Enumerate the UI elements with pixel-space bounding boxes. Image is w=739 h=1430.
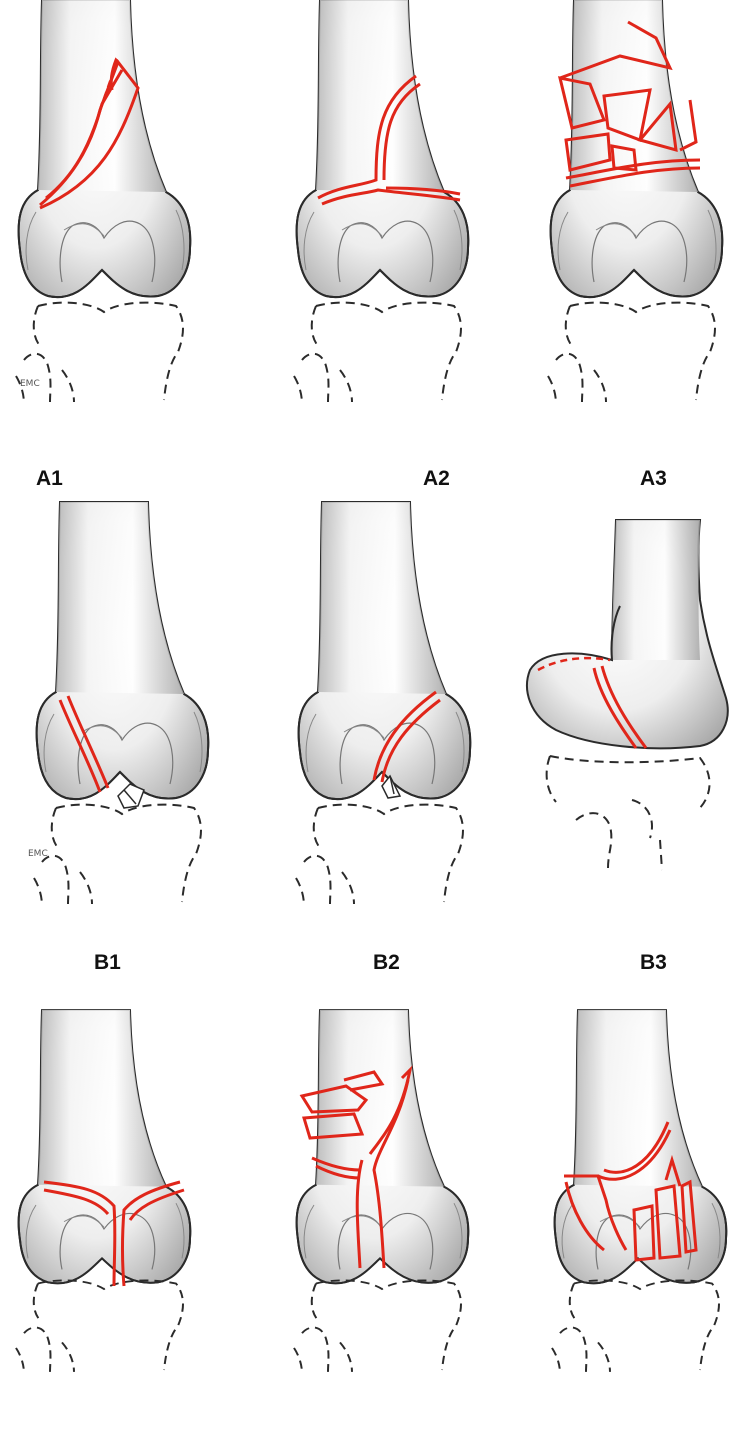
panel-b1: EMC [0, 520, 246, 940]
panel-c2 [250, 1010, 496, 1430]
femur-fracture-b3-icon [500, 520, 739, 920]
panel-c1 [0, 1010, 246, 1430]
femur-fracture-b2-icon [250, 520, 496, 920]
panel-a2 [250, 0, 496, 420]
femur-fracture-c3-icon [500, 1010, 739, 1410]
femur-fracture-a3-icon [500, 0, 739, 400]
panel-a3 [500, 0, 739, 420]
panel-b3 [500, 520, 739, 940]
label-b1: B1 [94, 952, 121, 973]
femur-fracture-c2-icon [250, 1010, 496, 1410]
label-a2: A2 [423, 468, 450, 489]
label-b2: B2 [373, 952, 400, 973]
label-a1: A1 [36, 468, 63, 489]
femur-fracture-a1-icon: EMC [0, 0, 246, 400]
signature-text: EMC [20, 379, 40, 389]
panel-c3 [500, 1010, 739, 1430]
signature-text-b1: EMC [28, 849, 48, 859]
label-a3: A3 [640, 468, 667, 489]
panel-b2 [250, 520, 496, 940]
panel-a1: EMC [0, 0, 246, 420]
femur-fracture-c1-icon [0, 1010, 246, 1410]
label-b3: B3 [640, 952, 667, 973]
femur-fracture-b1-icon: EMC [0, 520, 246, 920]
femur-fracture-a2-icon [250, 0, 496, 400]
